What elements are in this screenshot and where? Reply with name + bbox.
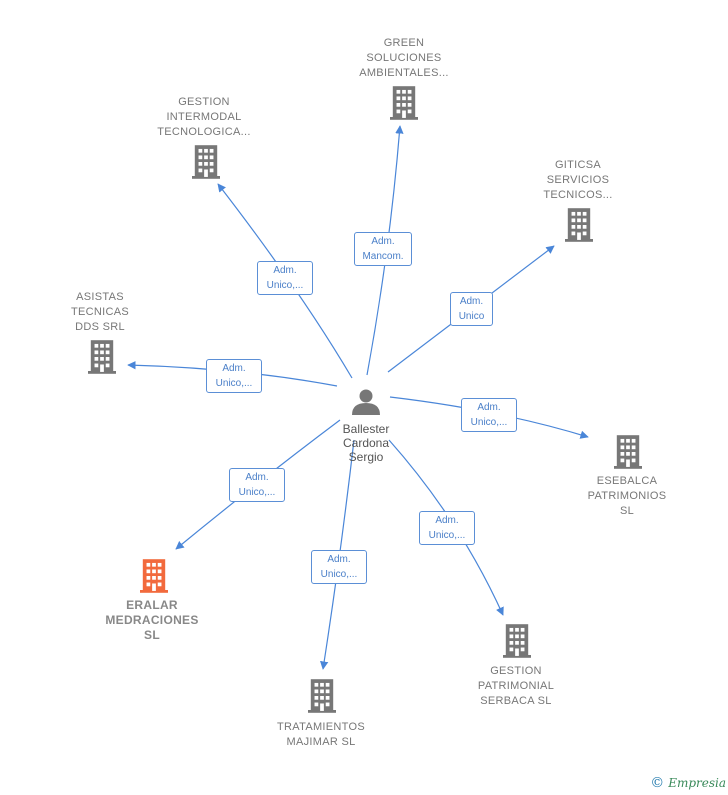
company-label-line: SERBACA SL [480, 695, 552, 707]
company-label-line: SOLUCIONES [366, 52, 442, 64]
building-icon[interactable] [192, 145, 220, 179]
company-label-line: MAJIMAR SL [286, 736, 356, 748]
building-icon[interactable] [308, 679, 336, 713]
company-label-line: PATRIMONIAL [477, 680, 555, 692]
role-line: Unico,... [428, 530, 466, 541]
company-label-line: GESTION [178, 96, 230, 108]
company-label-line: ASISTAS [76, 291, 124, 303]
company-label-line: SERVICIOS [546, 174, 610, 186]
role-badge-giticsa[interactable]: Adm. Unico [450, 292, 493, 326]
building-icon[interactable] [140, 559, 168, 593]
role-line: Unico,... [470, 417, 508, 428]
company-label-gestion-serbaca[interactable]: GESTION PATRIMONIAL SERBACA SL [451, 664, 581, 709]
role-line: Adm. [371, 236, 395, 247]
company-label-line: ERALAR [126, 598, 178, 612]
role-line: Adm. [273, 265, 297, 276]
company-label-line: TECNICAS [70, 306, 130, 318]
role-badge-asistas[interactable]: Adm. Unico,... [206, 359, 262, 393]
role-line: Adm. [222, 363, 246, 374]
role-line: Unico,... [320, 569, 358, 580]
role-line: Unico,... [266, 280, 304, 291]
building-icon[interactable] [565, 208, 593, 242]
copyright-icon: © [650, 775, 665, 791]
role-badge-gestion-serbaca[interactable]: Adm. Unico,... [419, 511, 475, 545]
company-label-line: DDS SRL [75, 321, 125, 333]
company-label-giticsa[interactable]: GITICSA SERVICIOS TECNICOS... [513, 158, 643, 203]
building-icon[interactable] [390, 86, 418, 120]
company-label-asistas[interactable]: ASISTAS TECNICAS DDS SRL [35, 290, 165, 335]
company-label-line: AMBIENTALES... [359, 67, 449, 79]
role-line: Adm. [459, 296, 484, 307]
role-line: Unico,... [215, 378, 253, 389]
company-label-tratamientos[interactable]: TRATAMIENTOS MAJIMAR SL [256, 720, 386, 750]
person-icon[interactable] [352, 389, 380, 416]
center-name-line: Sergio [348, 450, 384, 464]
role-badge-tratamientos[interactable]: Adm. Unico,... [311, 550, 367, 584]
role-badge-eralar[interactable]: Adm. Unico,... [229, 468, 285, 502]
building-icon[interactable] [88, 340, 116, 374]
role-line: Adm. [327, 554, 351, 565]
company-label-line: GREEN [383, 37, 425, 49]
building-icon[interactable] [614, 435, 642, 469]
company-label-line: INTERMODAL [166, 111, 242, 123]
role-line: Adm. [477, 402, 501, 413]
company-label-line: ESEBALCA [596, 475, 658, 487]
role-line: Unico,... [238, 487, 276, 498]
role-badge-esebalca[interactable]: Adm. Unico,... [461, 398, 517, 432]
company-label-green[interactable]: GREEN SOLUCIONES AMBIENTALES... [339, 36, 469, 81]
role-line: Adm. [435, 515, 459, 526]
company-label-line: MEDRACIONES [105, 613, 199, 627]
center-name-line: Ballester [342, 422, 390, 436]
center-name-line: Cardona [342, 436, 390, 450]
role-badge-gestion-intermodal[interactable]: Adm. Unico,... [257, 261, 313, 295]
company-label-line: TRATAMIENTOS [277, 721, 365, 733]
company-label-line: SL [144, 628, 160, 642]
company-label-line: GESTION [490, 665, 542, 677]
brand-watermark: ©Empresia [650, 775, 726, 791]
company-label-esebalca[interactable]: ESEBALCA PATRIMONIOS SL [562, 474, 692, 519]
role-line: Mancom. [362, 251, 404, 262]
company-label-line: GITICSA [554, 159, 602, 171]
building-icon[interactable] [503, 624, 531, 658]
company-label-gestion-intermodal[interactable]: GESTION INTERMODAL TECNOLOGICA... [139, 95, 269, 140]
role-badge-green[interactable]: Adm. Mancom. [354, 232, 412, 266]
role-line: Unico [458, 311, 485, 322]
company-label-line: TECNOLOGICA... [157, 126, 251, 138]
company-label-line: SL [619, 505, 635, 517]
brand-name: Empresia [668, 776, 726, 790]
company-label-line: PATRIMONIOS [587, 490, 667, 502]
role-line: Adm. [245, 472, 269, 483]
company-label-line: TECNICOS... [543, 189, 613, 201]
